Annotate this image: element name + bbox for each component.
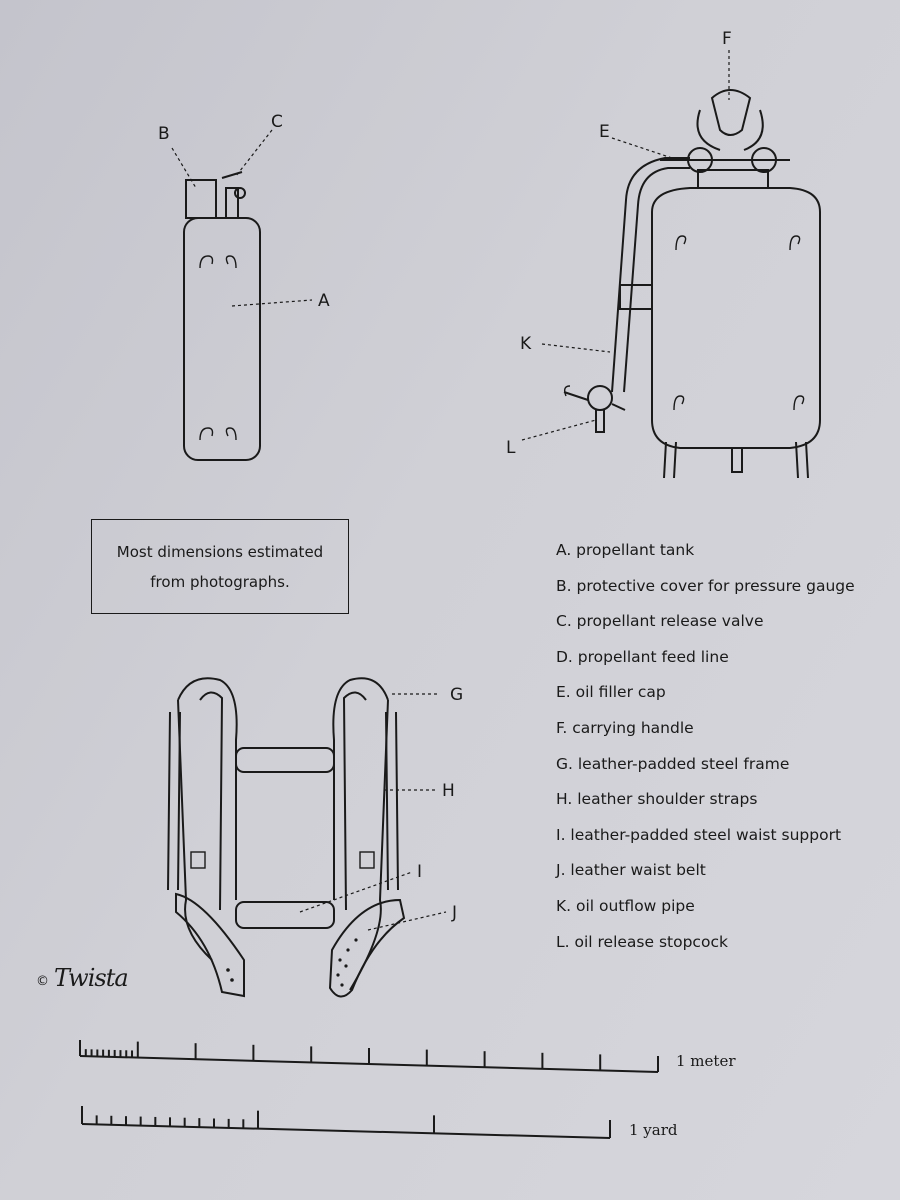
- meter-scale-label: 1 meter: [676, 1052, 736, 1070]
- callout-f: F: [722, 29, 732, 49]
- legend-item: K. oil outflow pipe: [556, 896, 695, 915]
- scale-baseline: [81, 1123, 611, 1139]
- yard-scale: [81, 1106, 611, 1139]
- parts-legend: A. propellant tank B. protective cover f…: [556, 541, 855, 968]
- dimensions-note: Most dimensions estimated from photograph…: [91, 519, 349, 614]
- legend-item: L. oil release stopcock: [556, 932, 728, 951]
- legend-item: C. propellant release valve: [556, 612, 764, 631]
- oil-tank-drawing: [563, 89, 821, 479]
- legend-item: I. leather-padded steel waist support: [556, 825, 842, 844]
- signature-name: Twista: [54, 964, 128, 992]
- callout-i: I: [417, 862, 422, 882]
- note-line-1: Most dimensions estimated: [116, 542, 324, 561]
- callout-e: E: [599, 122, 610, 142]
- callout-l: L: [506, 438, 516, 458]
- signature-copyright: ©: [36, 974, 49, 989]
- callout-j: J: [451, 903, 457, 923]
- harness-drawing: [167, 677, 406, 998]
- callout-g: G: [450, 685, 463, 705]
- callout-c: C: [271, 112, 283, 132]
- legend-item: D. propellant feed line: [556, 647, 729, 666]
- propellant-tank-drawing: [183, 171, 261, 461]
- legend-item: H. leather shoulder straps: [556, 790, 758, 809]
- legend-item: G. leather-padded steel frame: [556, 754, 790, 773]
- callout-a: A: [318, 291, 330, 311]
- legend-item: J. leather waist belt: [556, 861, 706, 880]
- artist-signature: © Twista: [36, 964, 129, 992]
- legend-item: B. protective cover for pressure gauge: [556, 576, 855, 595]
- note-line-2: from photographs.: [150, 572, 290, 591]
- yard-scale-label: 1 yard: [629, 1121, 678, 1139]
- callout-b: B: [158, 124, 170, 144]
- meter-scale: [79, 1040, 659, 1073]
- legend-item: A. propellant tank: [556, 541, 695, 559]
- callout-k: K: [520, 334, 532, 354]
- legend-item: F. carrying handle: [556, 718, 694, 737]
- legend-item: E. oil filler cap: [556, 683, 666, 702]
- callout-h: H: [442, 781, 455, 801]
